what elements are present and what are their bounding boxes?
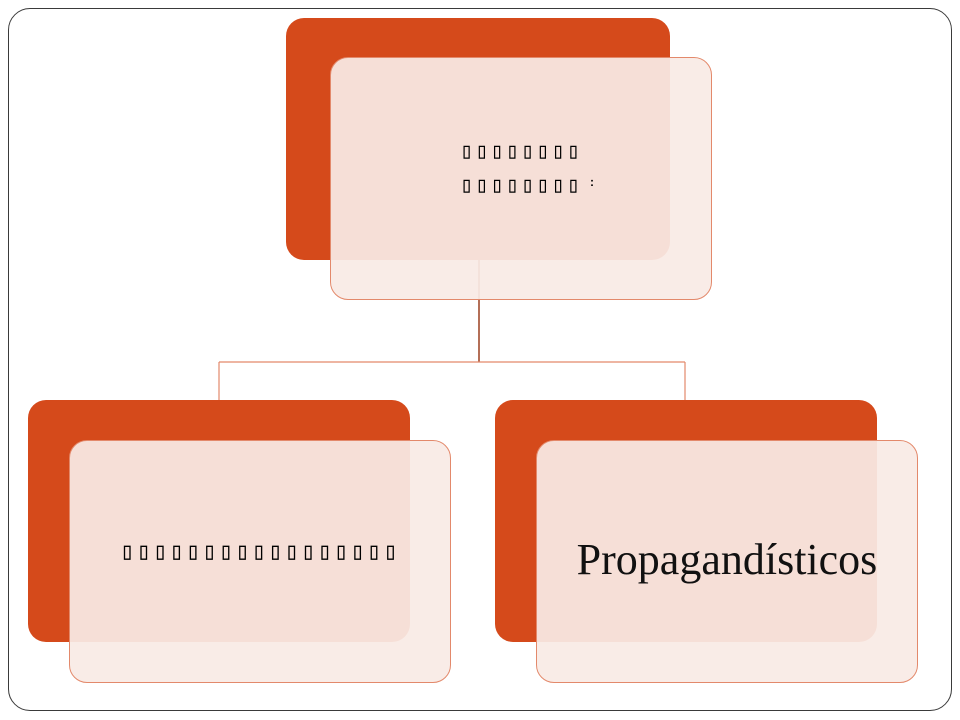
root-node-colon: :	[589, 174, 596, 189]
right-node-card: Propagandísticos	[536, 440, 918, 683]
right-node-label: Propagandísticos	[576, 535, 878, 584]
root-node-line-2: ▯▯▯▯▯▯▯▯	[460, 172, 582, 198]
left-node-label: ▯▯▯▯▯▯▯▯▯▯▯▯▯▯▯▯▯	[120, 536, 400, 565]
root-node-label: ▯▯▯▯▯▯▯▯ ▯▯▯▯▯▯▯▯ :	[460, 135, 594, 203]
root-node-card: ▯▯▯▯▯▯▯▯ ▯▯▯▯▯▯▯▯ :	[330, 57, 712, 300]
root-node-line-1: ▯▯▯▯▯▯▯▯	[460, 138, 582, 164]
slide-frame	[8, 8, 952, 711]
left-node-card: ▯▯▯▯▯▯▯▯▯▯▯▯▯▯▯▯▯	[69, 440, 451, 683]
